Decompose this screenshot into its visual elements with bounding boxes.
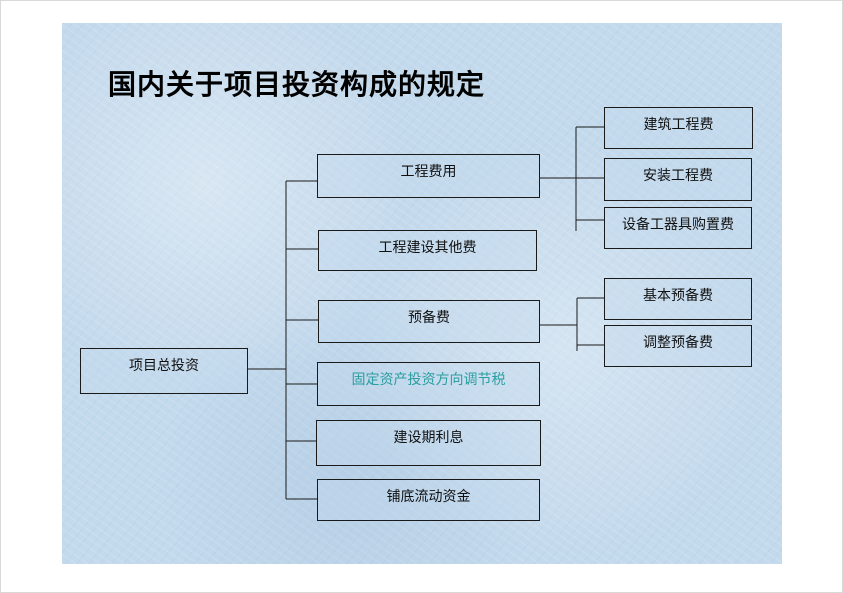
node-adjustment-reserve: 调整预备费 bbox=[604, 325, 752, 367]
node-construction-interest: 建设期利息 bbox=[316, 420, 541, 466]
connector-lines bbox=[248, 126, 604, 500]
slide-title: 国内关于项目投资构成的规定 bbox=[108, 68, 486, 101]
node-installation-cost: 安装工程费 bbox=[604, 158, 752, 201]
node-investment-direction-tax: 固定资产投资方向调节税 bbox=[317, 362, 540, 406]
node-other-construction-cost: 工程建设其他费 bbox=[318, 230, 537, 271]
node-building-cost: 建筑工程费 bbox=[604, 107, 753, 149]
node-engineering-cost: 工程费用 bbox=[317, 154, 540, 198]
node-basic-reserve: 基本预备费 bbox=[604, 278, 752, 320]
slide: 国内关于项目投资构成的规定 项目总投资 bbox=[62, 23, 782, 564]
node-reserve-cost: 预备费 bbox=[318, 300, 540, 343]
node-root: 项目总投资 bbox=[80, 348, 248, 394]
node-working-capital: 铺底流动资金 bbox=[317, 479, 540, 521]
node-equipment-cost: 设备工器具购置费 bbox=[604, 207, 752, 249]
